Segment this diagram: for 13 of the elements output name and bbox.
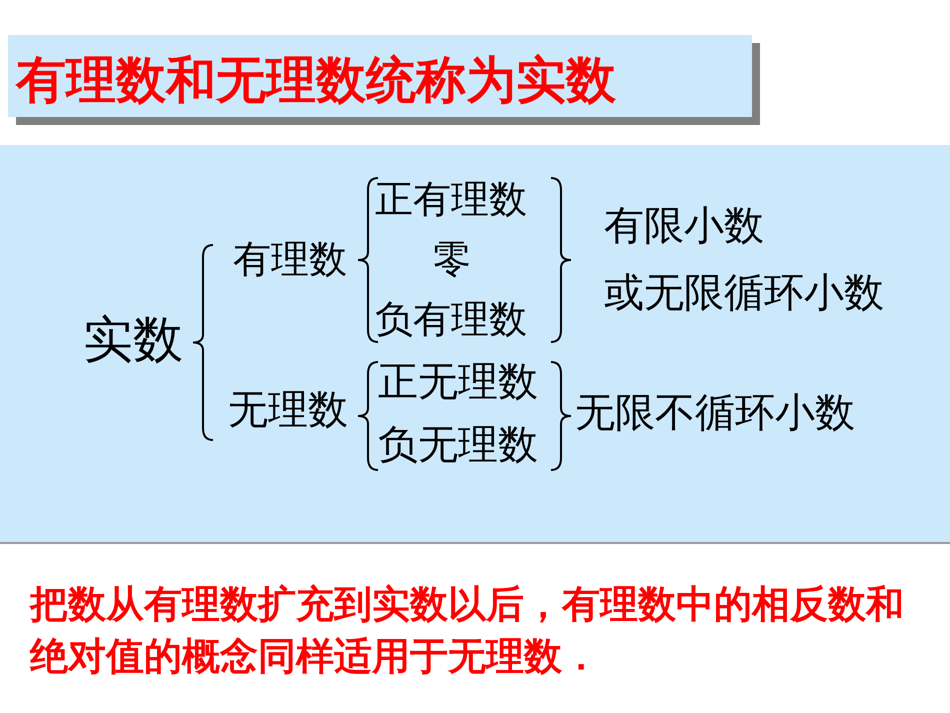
category-label: 无限不循环小数 [575,391,855,435]
note-text: 把数从有理数扩充到实数以后，有理数中的相反数和绝对值的概念同样适用于无理数． [30,581,905,680]
category-label: 有限小数 [604,204,764,248]
category-label: 零 [433,239,471,281]
category-label: 负无理数 [378,423,538,467]
category-label: 或无限循环小数 [604,271,884,315]
category-label: 正无理数 [378,360,538,404]
category-label: 有理数 [233,239,347,281]
category-label: 实数 [83,312,183,368]
category-label: 正有理数 [375,179,527,221]
category-label: 无理数 [228,388,348,432]
category-label: 负有理数 [375,299,527,341]
title-text: 有理数和无理数统称为实数 [16,50,616,111]
